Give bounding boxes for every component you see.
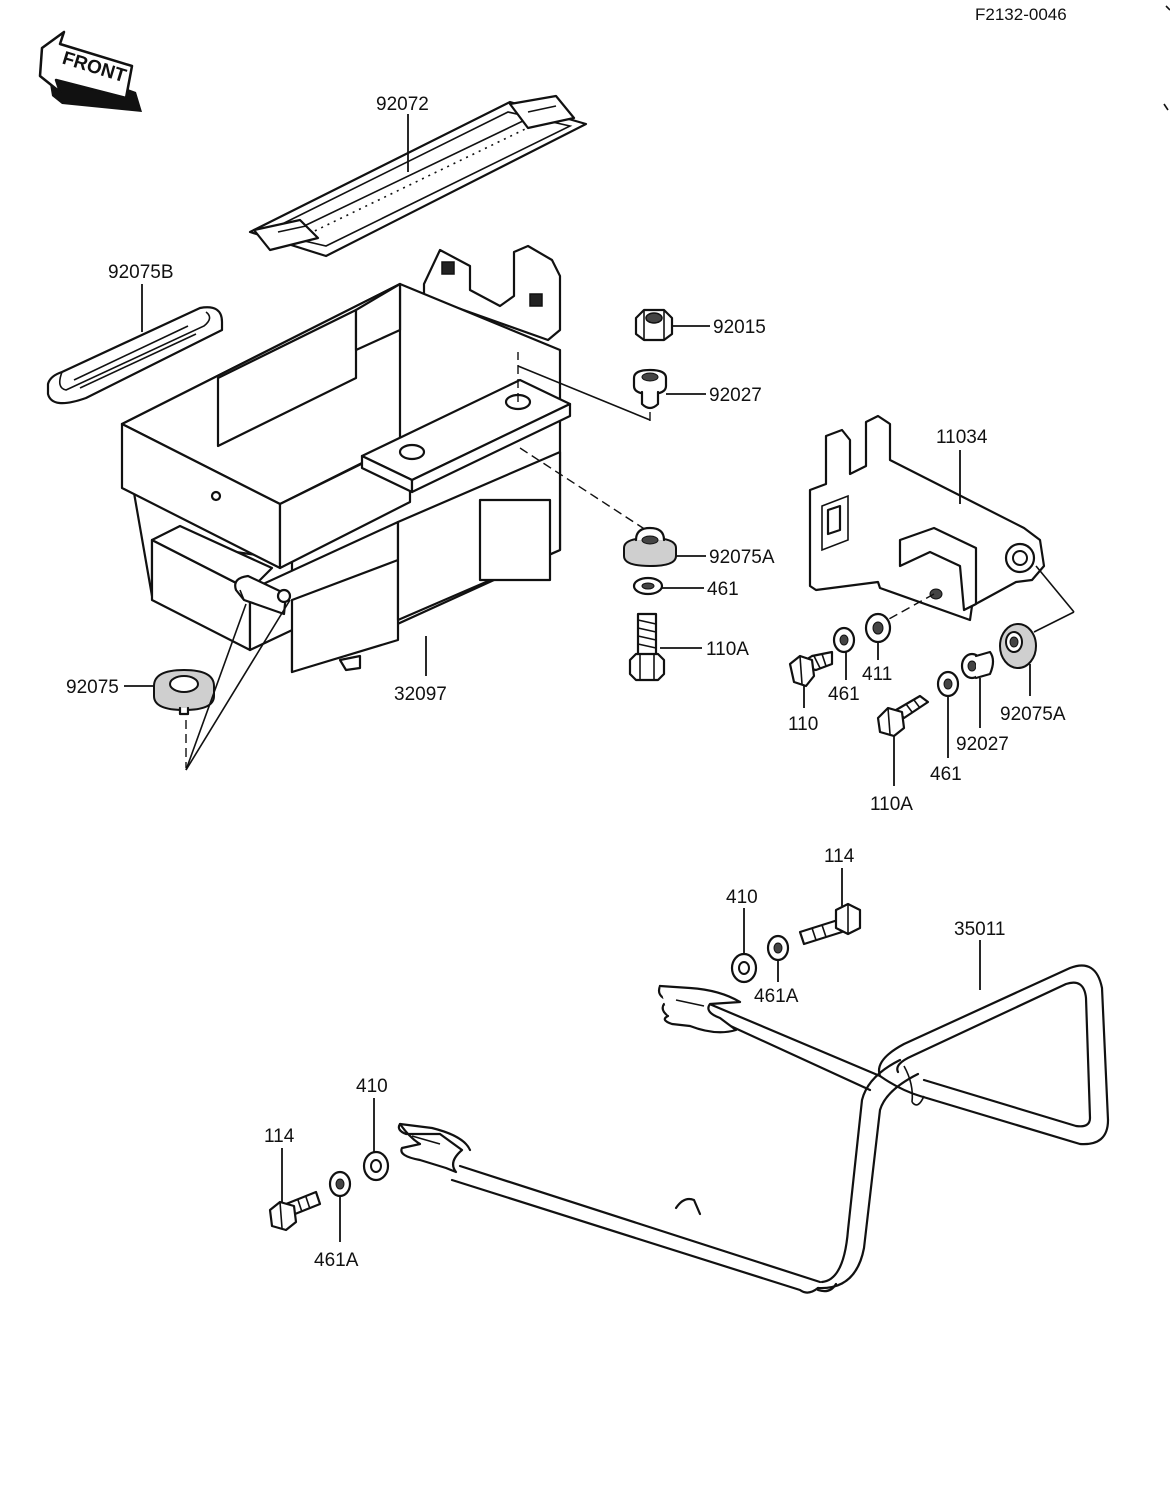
battery-strap <box>248 94 588 258</box>
label-92075: 92075 <box>66 677 119 698</box>
label-110A-lower: 110A <box>870 794 913 815</box>
washer-410-right <box>730 952 758 984</box>
page-edge-marks <box>1163 5 1170 111</box>
battery-case <box>120 244 572 674</box>
washer-461-upper <box>632 576 664 596</box>
battery-guard <box>397 964 1110 1294</box>
collar-92027-lower <box>960 650 995 680</box>
label-92015: 92015 <box>713 317 766 338</box>
washer-461-b <box>936 670 960 698</box>
collar-92027-upper <box>632 368 668 410</box>
washer-461A-left <box>328 1170 352 1198</box>
label-92075B: 92075B <box>108 262 174 283</box>
label-410-right: 410 <box>726 887 758 908</box>
label-92075A-upper: 92075A <box>709 547 775 568</box>
bolt-110A-lower <box>876 694 930 738</box>
label-411: 411 <box>862 664 892 685</box>
washer-461-a <box>832 626 856 654</box>
label-461A-right: 461A <box>754 986 799 1007</box>
label-92027-upper: 92027 <box>709 385 762 406</box>
label-114-right: 114 <box>824 846 855 867</box>
washer-411 <box>864 612 892 644</box>
damper-92075A-right <box>999 623 1037 669</box>
label-114-left: 114 <box>264 1126 295 1147</box>
bolt-110 <box>788 650 834 688</box>
label-461A-left: 461A <box>314 1250 359 1271</box>
label-110A-upper: 110A <box>706 639 749 660</box>
washer-461A-right <box>766 934 790 962</box>
battery-pad <box>46 306 224 405</box>
label-461-a: 461 <box>828 684 860 705</box>
bolt-110A-upper <box>628 612 666 682</box>
damper-lower <box>153 668 215 716</box>
label-92075A-right: 92075A <box>1000 704 1066 725</box>
bracket-11034 <box>808 414 1046 622</box>
label-110: 110 <box>788 714 818 735</box>
label-32097: 32097 <box>394 684 447 705</box>
damper-92075A-upper <box>623 526 677 568</box>
washer-410-left <box>362 1150 390 1182</box>
assembly-guide-lines-lower <box>185 599 291 771</box>
label-92027-lower: 92027 <box>956 734 1009 755</box>
label-92072: 92072 <box>376 94 429 115</box>
bolt-114-left <box>268 1190 322 1232</box>
label-35011: 35011 <box>954 919 1005 940</box>
label-461-b: 461 <box>930 764 962 785</box>
label-410-left: 410 <box>356 1076 388 1097</box>
assembly-guide-lines-right <box>879 565 1075 633</box>
label-461-upper: 461 <box>707 579 739 600</box>
bolt-114-right <box>798 902 862 946</box>
label-11034: 11034 <box>936 427 988 448</box>
front-direction-arrow: FRONT <box>38 30 142 112</box>
nut-92015 <box>634 308 674 342</box>
document-code: F2132-0046 <box>975 5 1067 24</box>
